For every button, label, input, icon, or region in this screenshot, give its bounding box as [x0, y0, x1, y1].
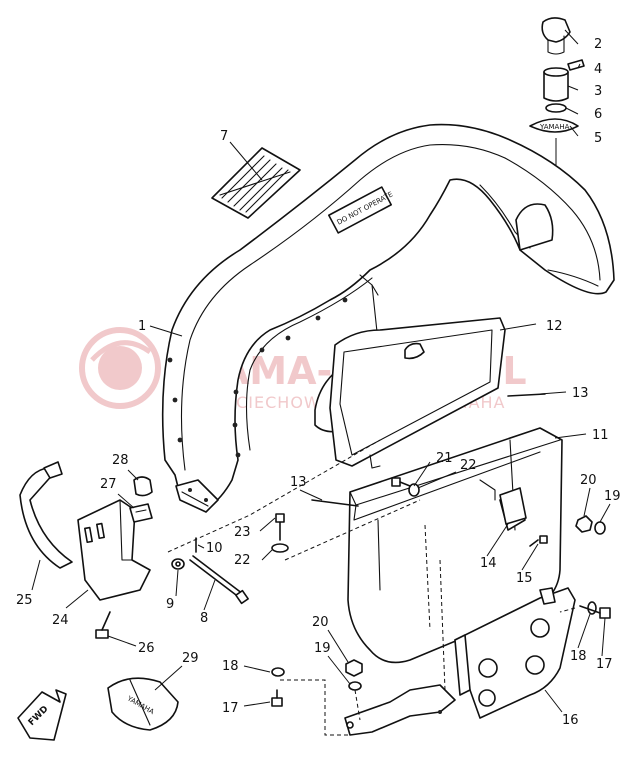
assembly-lines — [167, 439, 576, 736]
fender-rivets — [167, 297, 348, 458]
callout-27: 27 — [100, 477, 117, 492]
callout-6: 6 — [594, 107, 602, 122]
callout-3: 3 — [594, 84, 602, 99]
washer-18a — [587, 601, 597, 615]
bolt-26 — [95, 611, 111, 639]
rod-13b — [507, 393, 546, 397]
callout-13-lid: 13 — [572, 386, 589, 401]
callout-5: 5 — [594, 131, 602, 146]
callout-numbers: 2 4 3 6 5 7 1 12 13 11 21 22 13 23 22 10… — [16, 37, 621, 728]
tool-bag: YAMAHA — [107, 677, 179, 731]
callout-9: 9 — [166, 597, 174, 612]
callout-14: 14 — [480, 556, 497, 571]
tool-strap — [19, 461, 73, 569]
clip-27 — [129, 503, 153, 523]
callout-11: 11 — [592, 428, 609, 443]
screw-15 — [529, 535, 548, 547]
callout-2: 2 — [594, 37, 602, 52]
clip-28 — [133, 476, 153, 497]
screw-23 — [275, 513, 285, 541]
callout-21: 21 — [436, 451, 453, 466]
callout-24: 24 — [52, 613, 69, 628]
callout-10: 10 — [206, 541, 223, 556]
washer-9 — [171, 558, 185, 570]
callout-12: 12 — [546, 319, 563, 334]
callout-19-bottom: 19 — [314, 641, 331, 656]
latch-14 — [499, 487, 527, 525]
bolt-17b — [271, 689, 283, 707]
callout-16: 16 — [562, 713, 579, 728]
box-lid — [329, 317, 506, 469]
callout-17-bottom: 17 — [222, 701, 239, 716]
emblem-text: YAMAHA — [539, 123, 570, 131]
callout-19-right: 19 — [604, 489, 621, 504]
knob-assembly: YAMAHA — [529, 17, 585, 165]
strap-bracket — [77, 499, 151, 601]
callout-23: 23 — [234, 525, 251, 540]
rod-13a — [311, 499, 359, 507]
label-plate — [211, 147, 301, 219]
watermark-logo-icon — [79, 327, 161, 409]
mounting-bracket — [344, 587, 576, 736]
callout-28: 28 — [112, 453, 129, 468]
callout-26: 26 — [138, 641, 155, 656]
bolt-8 — [189, 555, 249, 605]
callout-1: 1 — [138, 319, 146, 334]
callout-29: 29 — [182, 651, 199, 666]
callout-18-right: 18 — [570, 649, 587, 664]
callout-20-bottom: 20 — [312, 615, 329, 630]
leader-lines — [31, 29, 611, 713]
callout-4: 4 — [594, 62, 602, 77]
nut-20a — [575, 515, 593, 533]
washer-19b — [348, 681, 362, 691]
callout-8: 8 — [200, 611, 208, 626]
fwd-arrow-icon: FWD — [17, 689, 67, 741]
screw-21 — [391, 477, 411, 487]
callout-7: 7 — [220, 129, 228, 144]
washer-19a — [594, 521, 606, 535]
callout-22-box: 22 — [460, 458, 477, 473]
callout-18-bottom: 18 — [222, 659, 239, 674]
washer-22b — [408, 483, 420, 497]
callout-22-bolt: 22 — [234, 553, 251, 568]
nut-20b — [345, 659, 363, 677]
callout-15: 15 — [516, 571, 533, 586]
callout-20-right: 20 — [580, 473, 597, 488]
callout-17-right: 17 — [596, 657, 613, 672]
callout-13-box: 13 — [290, 475, 307, 490]
washer-22a — [271, 543, 289, 553]
callout-25: 25 — [16, 593, 33, 608]
washer-18b — [271, 667, 285, 677]
